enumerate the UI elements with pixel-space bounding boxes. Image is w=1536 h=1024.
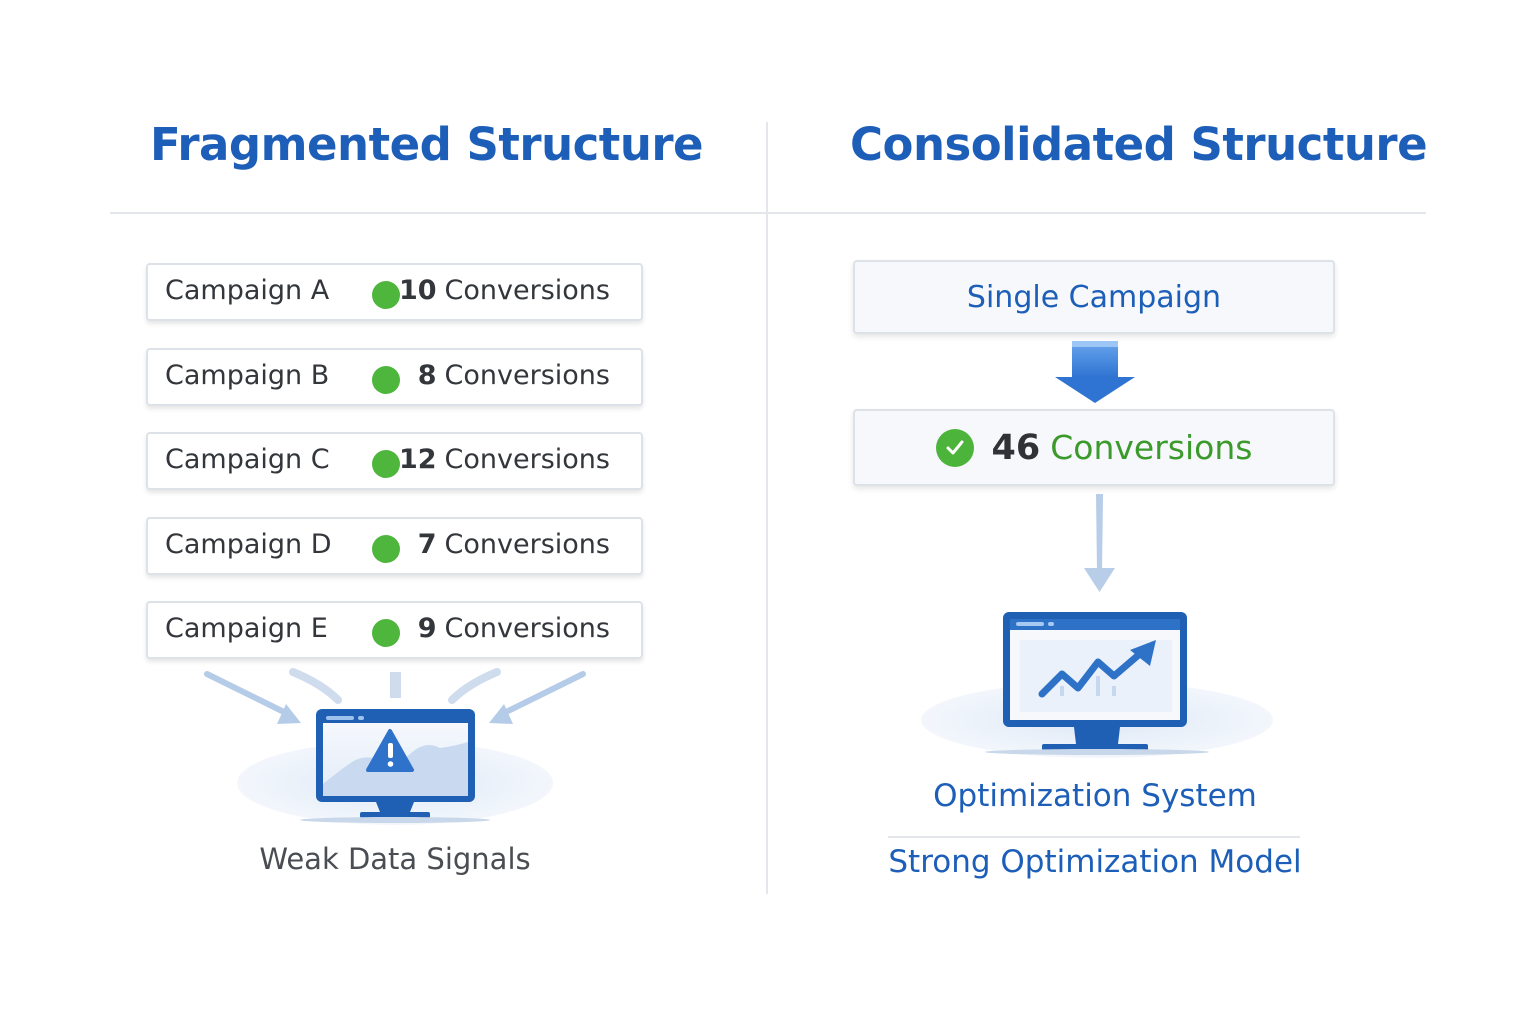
total-conversion-count: 46 (991, 427, 1041, 468)
single-campaign-label: Single Campaign (966, 279, 1222, 315)
conversion-count: 12 (398, 444, 437, 475)
check-circle-icon (935, 428, 974, 467)
campaign-name: Campaign B (165, 360, 330, 391)
conversion-unit: Conversions (444, 613, 610, 644)
conversion-unit: Conversions (444, 529, 610, 560)
campaign-name: Campaign D (165, 529, 332, 560)
campaign-name: Campaign C (165, 444, 330, 475)
green-dot-icon (372, 366, 400, 394)
header-divider (110, 212, 1426, 214)
total-conversion-unit: Conversions (1050, 428, 1253, 467)
strong-model-caption: Strong Optimization Model (888, 844, 1302, 880)
arrow-left-inner (289, 668, 342, 704)
trend-up-icon (1038, 640, 1156, 698)
green-dot-icon (372, 535, 400, 563)
green-dot-icon (372, 281, 400, 309)
thin-down-arrow-icon (1084, 494, 1115, 592)
campaign-name: Campaign E (165, 613, 328, 644)
caption-divider (888, 836, 1300, 838)
fragmented-heading: Fragmented Structure (150, 118, 704, 171)
consolidated-heading: Consolidated Structure (850, 118, 1428, 171)
down-arrow-icon (1055, 341, 1135, 403)
optimization-system-caption: Optimization System (933, 778, 1257, 814)
conversion-count: 8 (417, 360, 437, 391)
conversion-count: 9 (417, 613, 437, 644)
arrow-center (390, 672, 401, 698)
conversion-count: 7 (417, 529, 437, 560)
converging-arrows (204, 668, 586, 724)
green-dot-icon (372, 450, 400, 478)
optimization-monitor-icon (921, 612, 1273, 758)
conversion-unit: Conversions (444, 444, 610, 475)
arrow-left-outer (204, 671, 301, 724)
weak-signals-caption: Weak Data Signals (259, 842, 531, 876)
campaign-name: Campaign A (165, 275, 330, 306)
check-mark-icon (946, 440, 964, 454)
arrow-right-outer (489, 671, 586, 724)
conversion-unit: Conversions (444, 360, 610, 391)
arrow-right-inner (448, 668, 501, 704)
column-divider (766, 122, 768, 894)
green-dot-icon (372, 619, 400, 647)
total-conversions-box: 46 Conversions (853, 409, 1335, 486)
single-campaign-box: Single Campaign (853, 260, 1335, 334)
conversion-count: 10 (398, 275, 437, 306)
warning-icon (366, 729, 414, 772)
conversion-unit: Conversions (444, 275, 610, 306)
weak-monitor-icon (237, 709, 553, 825)
